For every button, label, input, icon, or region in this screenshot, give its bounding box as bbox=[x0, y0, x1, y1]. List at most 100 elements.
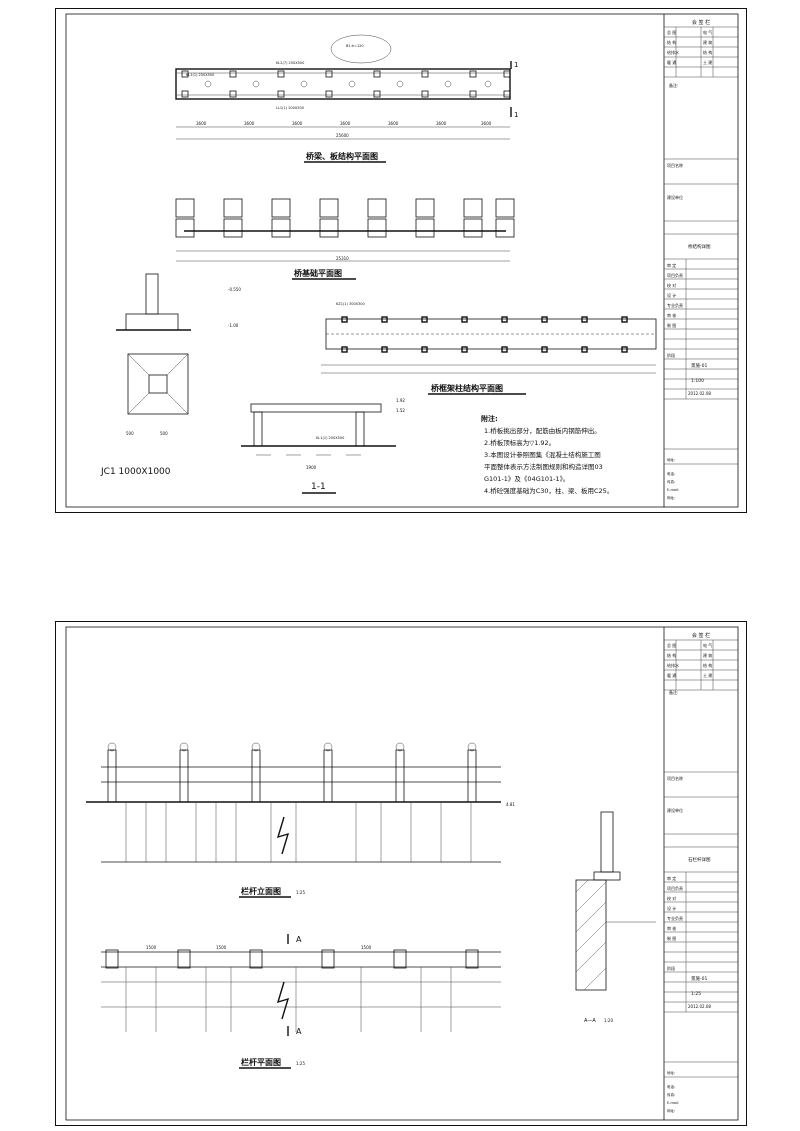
tb-field-4: 专业负责 bbox=[667, 302, 683, 308]
railing-elevation: 4.81 栏杆立面图 1:25 bbox=[86, 742, 515, 898]
tb-field-0: 审 定 bbox=[667, 262, 676, 268]
plan-dim-5: 3600 bbox=[436, 121, 447, 126]
elev-label-0: 1.92 bbox=[396, 398, 405, 403]
tb-project-1: 项目名称 bbox=[667, 162, 683, 168]
tb-field-1: 项目负责 bbox=[667, 272, 683, 278]
tb-row-left-2: 给排水 bbox=[667, 49, 679, 55]
tb-row-right-1: 建 筑 bbox=[703, 39, 712, 45]
elevation-scale: 1:25 bbox=[296, 890, 305, 895]
note-5: 4.桥砼强度基础为C30，柱、梁、板用C25。 bbox=[484, 486, 613, 495]
tb2-project-1: 项目名称 bbox=[667, 775, 683, 781]
plan-dim-1: 3600 bbox=[244, 121, 255, 126]
tb2-field-2: 校 对 bbox=[667, 895, 676, 901]
drawing-sheet-railing: 会 签 栏 总 图 结 构 给排水 暖 通 电 气 建 筑 结 构 土 建 备注… bbox=[55, 621, 747, 1126]
beam-tag-0: KL1(1) 250X500 bbox=[186, 73, 214, 77]
railing-detail-drawing: 会 签 栏 总 图 结 构 给排水 暖 通 电 气 建 筑 结 构 土 建 备注… bbox=[65, 626, 739, 1121]
note-0: 1.桥板挑出部分，配筋由板内钢筋伸出。 bbox=[484, 426, 601, 435]
detail-title: A—A bbox=[584, 1018, 596, 1024]
section-1-1: 1.92 1.52 1900 1-1 KL1(1) 250X500 bbox=[241, 398, 405, 494]
title-block: 会 签 栏 总 图 结 构 给排水 暖 通 电 气 建 筑 结 构 土 建 备注… bbox=[664, 19, 738, 500]
tb-phase: 阶段 bbox=[667, 352, 675, 358]
tb2-row-left-1: 结 构 bbox=[667, 652, 676, 658]
notes: 附注: 1.桥板挑出部分，配筋由板内钢筋伸出。 2.桥板顶标高为▽1.92。 3… bbox=[481, 414, 613, 495]
beam-tag-5: KL1(1) 250X500 bbox=[316, 436, 344, 440]
tb2-field-5: 审 核 bbox=[667, 925, 676, 931]
beam-tag-2: B1:h=120 bbox=[346, 44, 364, 48]
tb-fields: 审 定 项目负责 校 对 设 计 专业负责 审 核 制 图 阶段 景施-01 1… bbox=[664, 259, 738, 400]
tb2-footer-2: 传真: bbox=[667, 1092, 675, 1097]
plan-rail-dim-2: 1500 bbox=[361, 945, 372, 950]
detail-scale: 1:20 bbox=[604, 1018, 613, 1023]
tb-project-2: 建设单位 bbox=[667, 194, 683, 200]
plan-dim-4: 3600 bbox=[388, 121, 399, 126]
elev-label-2: -1.00 bbox=[228, 323, 239, 328]
plan-dim-6: 3600 bbox=[481, 121, 492, 126]
elev-label-1: 1.52 bbox=[396, 408, 405, 413]
tb-row-right-2: 结 构 bbox=[703, 49, 712, 55]
railing-plan: A A 1500 1500 1500 栏杆平面图 1:25 bbox=[101, 934, 501, 1069]
rail-plan-scale: 1:25 bbox=[296, 1061, 305, 1066]
tb2-row-right-2: 结 构 bbox=[703, 662, 712, 668]
drawing-sheet-bridge: 会 签 栏 总 图 结 构 给排水 暖 通 电 气 建 筑 结 构 土 建 备注… bbox=[55, 8, 747, 513]
elevation-title: 栏杆立面图 bbox=[241, 886, 281, 896]
footing-label: JC1 1000X1000 bbox=[100, 467, 171, 477]
tb-field-5: 审 核 bbox=[667, 312, 676, 318]
tb-footer-1: 电话: bbox=[667, 471, 675, 476]
bridge-structure-drawing: 会 签 栏 总 图 结 构 给排水 暖 通 电 气 建 筑 结 构 土 建 备注… bbox=[65, 13, 739, 508]
tb-drawing-no: 景施-01 bbox=[691, 362, 707, 369]
inner-frame-2 bbox=[65, 626, 739, 1121]
footing-detail: 500 500 JC1 1000X1000 -0.550 -1.00 bbox=[100, 273, 241, 477]
tb2-field-0: 审 定 bbox=[667, 875, 676, 881]
plan-title: 桥梁、板结构平面图 bbox=[306, 151, 378, 161]
notes-title: 附注: bbox=[481, 414, 498, 423]
tb-footer-4: 网址: bbox=[667, 495, 675, 500]
tb2-fields: 审 定 项目负责 校 对 设 计 专业负责 审 核 制 图 阶段 景施-01 1… bbox=[664, 872, 738, 1013]
tb-drawing-name: 桥结构详图 bbox=[688, 243, 711, 250]
tb-footer-3: E-mail: bbox=[667, 488, 679, 492]
beam-tag-3: KZ1(1) 300X300 bbox=[336, 302, 365, 306]
inner-frame bbox=[65, 13, 739, 508]
tb-field-6: 制 图 bbox=[667, 322, 676, 328]
elev-mark: 4.81 bbox=[506, 802, 515, 807]
foundation-plan: 25310 桥基础平面图 bbox=[175, 198, 515, 280]
tb2-footer-3: E-mail: bbox=[667, 1101, 679, 1105]
plan-rail-dim-0: 1500 bbox=[146, 945, 157, 950]
tb2-remark: 备注: bbox=[669, 689, 678, 695]
tb2-row-left-3: 暖 通 bbox=[667, 672, 676, 678]
tb2-field-4: 专业负责 bbox=[667, 915, 683, 921]
tb2-field-6: 制 图 bbox=[667, 935, 676, 941]
tb2-scale: 1:25 bbox=[691, 991, 701, 997]
note-2: 3.本图设计参照图集《混凝土结构施工图 bbox=[484, 450, 601, 459]
tb-header: 会 签 栏 bbox=[692, 19, 710, 26]
plan-dim-total: 25600 bbox=[336, 133, 349, 138]
plan-rail-dim-1: 1500 bbox=[216, 945, 227, 950]
tb2-row-right-0: 电 气 bbox=[703, 642, 712, 648]
note-4: G101-1》及《04G101-1》。 bbox=[484, 475, 569, 483]
elev-label-3: -0.550 bbox=[228, 287, 241, 292]
section-detail-aa: A—A 1:20 bbox=[575, 811, 656, 1024]
tb2-drawing-name: 石栏杆详图 bbox=[688, 856, 711, 863]
section-mark-bottom: A bbox=[296, 1027, 302, 1036]
foundation-title: 桥基础平面图 bbox=[294, 268, 342, 278]
beam-slab-plan: KL1(1) 250X500 KL2(7) 250X500 B1:h=120 L… bbox=[175, 34, 518, 163]
tb2-drawing-no: 景施-01 bbox=[691, 975, 707, 982]
plan-dim-0: 3600 bbox=[196, 121, 207, 126]
tb-remark: 备注: bbox=[669, 82, 678, 88]
tb2-row-right-1: 建 筑 bbox=[703, 652, 712, 658]
beam-tag-1: KL2(7) 250X500 bbox=[276, 61, 304, 65]
note-3: 平面整体表示方法制图规则和构造详图03 bbox=[484, 462, 603, 471]
section-mark-top: A bbox=[296, 935, 302, 944]
tb-footer-0: 地址: bbox=[667, 457, 675, 462]
foundation-dim-total: 25310 bbox=[336, 256, 349, 261]
tb-row-left-1: 结 构 bbox=[667, 39, 676, 45]
tb2-phase: 阶段 bbox=[667, 965, 675, 971]
footing-dim-0: 500 bbox=[126, 431, 134, 436]
footing-dim-1: 500 bbox=[160, 431, 168, 436]
tb2-row-left-2: 给排水 bbox=[667, 662, 679, 668]
tb-field-2: 校 对 bbox=[667, 282, 676, 288]
plan-dim-3: 3600 bbox=[340, 121, 351, 126]
tb-field-3: 设 计 bbox=[667, 292, 676, 298]
tb2-project-2: 建设单位 bbox=[667, 807, 683, 813]
tb2-footer-4: 网址: bbox=[667, 1108, 675, 1113]
section-title: 1-1 bbox=[311, 482, 326, 492]
